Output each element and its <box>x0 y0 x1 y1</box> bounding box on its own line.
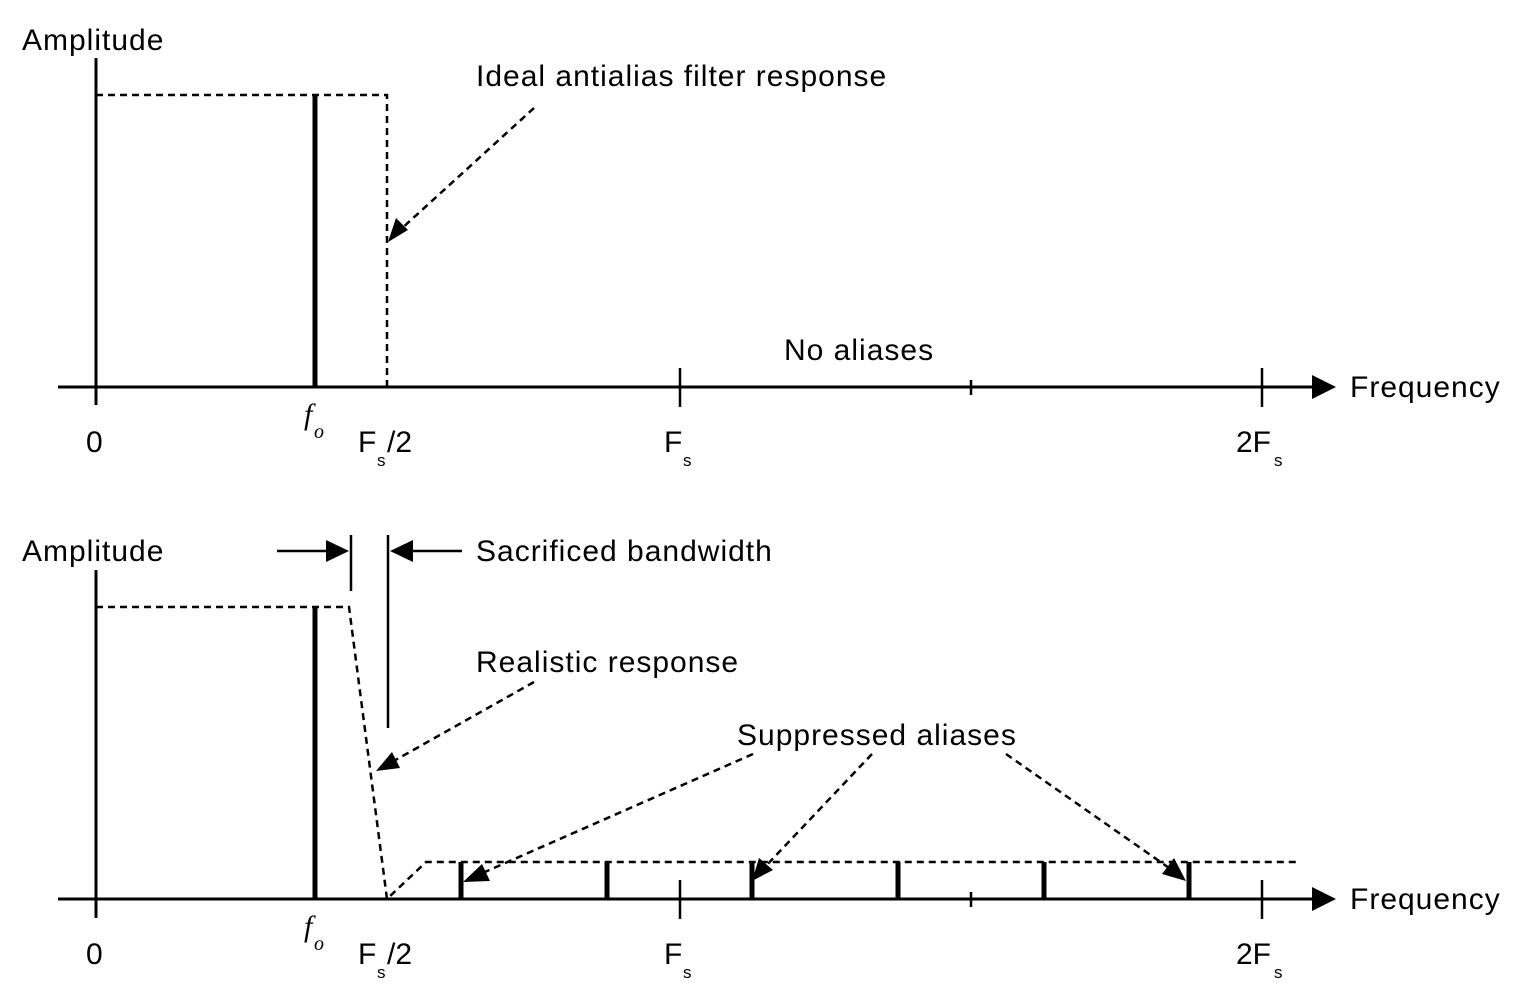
bottom-panel: Amplitude Frequency Sacrificed bandwidth… <box>22 535 1501 982</box>
top-tick-label-fs-sub: s <box>683 451 692 470</box>
bottom-tick-label-zero: 0 <box>86 938 103 971</box>
top-tick-label-2fs-main: 2F <box>1236 426 1271 459</box>
realistic-response-annotation: Realistic response <box>476 646 739 679</box>
bottom-realistic-filter-response <box>96 605 1300 902</box>
top-x-axis-arrowhead <box>1312 375 1336 399</box>
alias-arrow-head-2 <box>752 858 773 881</box>
bottom-tick-label-fs-main: F <box>664 938 682 971</box>
bottom-tick-label-2fs-main: 2F <box>1236 938 1271 971</box>
bottom-tick-label-fo-sub: o <box>314 933 324 955</box>
bandwidth-right-arrow-head <box>390 540 413 562</box>
top-ideal-filter-response <box>96 93 389 387</box>
top-filter-arrow-line <box>399 107 535 231</box>
top-alias-annotation: No aliases <box>784 334 934 367</box>
top-tick-label-half-suffix: /2 <box>387 426 412 459</box>
alias-arrow-line-1 <box>477 752 754 877</box>
top-tick-label-fs-main: F <box>664 426 682 459</box>
realistic-response-arrow-line <box>391 680 535 764</box>
suppressed-aliases-annotation: Suppressed aliases <box>737 719 1017 752</box>
bottom-tick-label-2fs-sub: s <box>1274 963 1283 982</box>
bandwidth-left-arrow-head <box>326 540 349 562</box>
bandwidth-annotation: Sacrificed bandwidth <box>476 535 773 568</box>
bottom-tick-label-fs-sub: s <box>683 963 692 982</box>
top-tick-label-half-sub: s <box>377 451 386 470</box>
top-tick-label-half-main: F <box>358 426 376 459</box>
bottom-tick-label-half-suffix: /2 <box>387 938 412 971</box>
alias-arrow-head-3 <box>1162 858 1186 881</box>
alias-arrow-line-2 <box>763 753 873 869</box>
bottom-x-axis-arrowhead <box>1312 887 1336 911</box>
top-panel: Amplitude Frequency Ideal antialias filt… <box>22 24 1501 470</box>
top-y-axis-label: Amplitude <box>22 24 164 57</box>
top-tick-label-2fs-sub: s <box>1274 451 1283 470</box>
top-filter-annotation: Ideal antialias filter response <box>476 60 887 93</box>
realistic-response-arrow-head <box>376 752 400 771</box>
top-x-axis-label: Frequency <box>1350 371 1501 404</box>
bottom-x-axis-label: Frequency <box>1350 883 1501 916</box>
bottom-y-axis-label: Amplitude <box>22 535 164 568</box>
bottom-tick-label-half-main: F <box>358 938 376 971</box>
top-tick-label-fo-sub: o <box>314 421 324 443</box>
top-tick-label-zero: 0 <box>86 426 103 459</box>
bottom-tick-label-half-sub: s <box>377 963 386 982</box>
alias-arrow-head-1 <box>463 864 490 882</box>
alias-arrow-line-3 <box>1005 752 1173 872</box>
top-filter-arrow-head <box>388 218 408 242</box>
